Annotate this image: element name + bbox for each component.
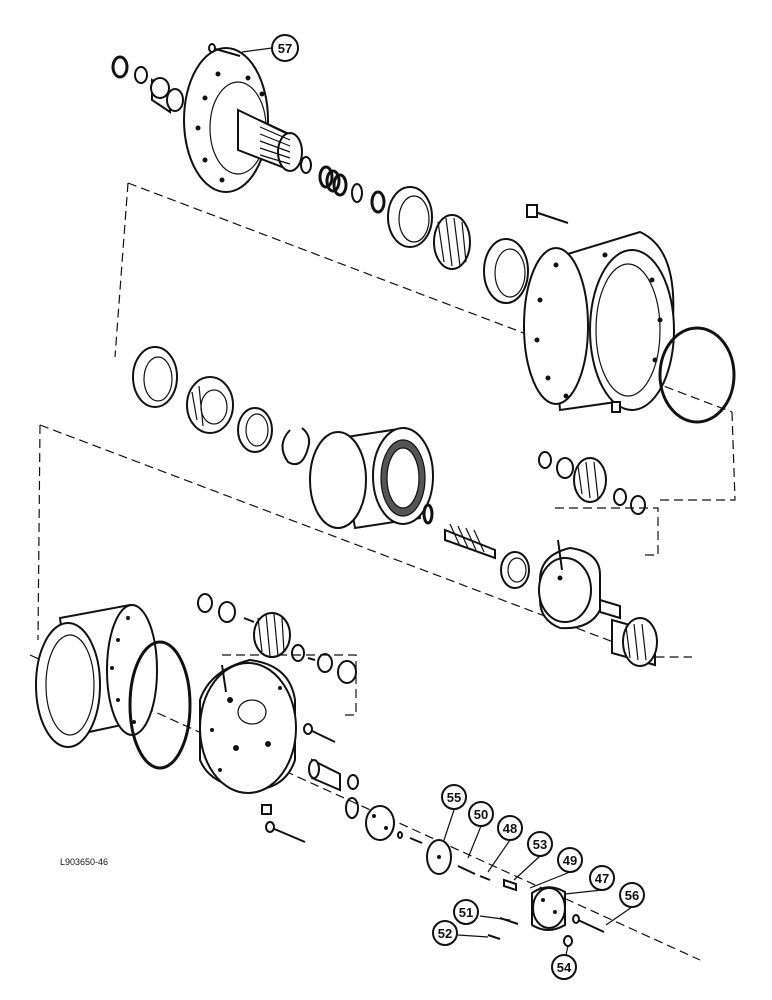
callout-50: 50 [468,801,494,827]
spring-washers [300,156,386,214]
callout-47: 47 [589,865,615,891]
nut-left [261,804,272,815]
callout-label-53: 53 [533,837,547,852]
ring-gear [309,426,434,530]
cover-plate [365,805,395,841]
sun-gear-shaft [422,503,496,560]
bearing-cup-top [483,238,529,304]
callout-label-47: 47 [595,871,609,886]
pin-48 [479,875,491,881]
callout-53: 53 [527,831,553,857]
planet-carrier-left [199,658,297,794]
callout-51: 51 [453,899,479,925]
planet-gear-set-right [538,451,646,515]
wheel-housing [523,230,675,413]
o-ring-housing [658,326,736,424]
disc-plate-55 [426,839,452,875]
callout-57: 57 [271,34,299,62]
bolt-top [526,204,569,224]
washers-left-row [291,644,357,684]
callout-label-57: 57 [278,41,292,56]
small-dowel-pins [397,831,423,844]
drawing-code: L903650-46 [60,857,108,867]
callout-label-51: 51 [459,905,473,920]
callout-label-48: 48 [503,821,517,836]
stud-pin-57 [208,43,241,57]
callout-label-50: 50 [474,807,488,822]
callout-55: 55 [441,784,467,810]
callout-label-55: 55 [447,790,461,805]
thrust-washers-left [197,593,255,623]
callout-56: 56 [619,882,645,908]
seal-ring-mid [237,407,273,453]
tapered-bearing-mid [186,376,234,434]
o-ring-left [128,640,192,770]
callout-label-52: 52 [438,926,452,941]
seal-ring-top [387,186,433,248]
callout-52: 52 [432,920,458,946]
washer-54 [563,935,573,947]
pin-52 [487,934,501,940]
thrust-ring-mid [500,551,530,589]
callout-54: 54 [551,954,577,980]
callout-label-54: 54 [557,960,572,975]
body-47 [531,886,566,931]
output-flange-hub [183,47,303,193]
bolt-left-lower [265,821,306,843]
planet-gear-right [611,617,658,667]
callout-leaders [241,47,633,956]
screw-56 [572,914,605,933]
pin-53 [503,878,517,892]
bolt-left-upper [303,723,336,743]
outer-ring-housing-left [35,603,158,748]
planet-carrier-right [538,539,621,630]
snap-ring-lower [345,797,359,819]
pin-shaft-left [308,758,359,792]
pin-50 [457,865,476,875]
callout-49: 49 [557,847,583,873]
bearing-cup-mid [132,346,178,408]
callout-48: 48 [497,815,523,841]
washer-top [134,66,148,84]
planet-gear-left [253,612,291,658]
snap-ring-mid [281,427,311,466]
sleeve-bearing-top [150,77,184,114]
tapered-bearing-top [433,214,471,270]
callout-label-56: 56 [625,888,639,903]
retaining-ring-top [111,55,129,79]
callout-label-49: 49 [563,853,577,868]
